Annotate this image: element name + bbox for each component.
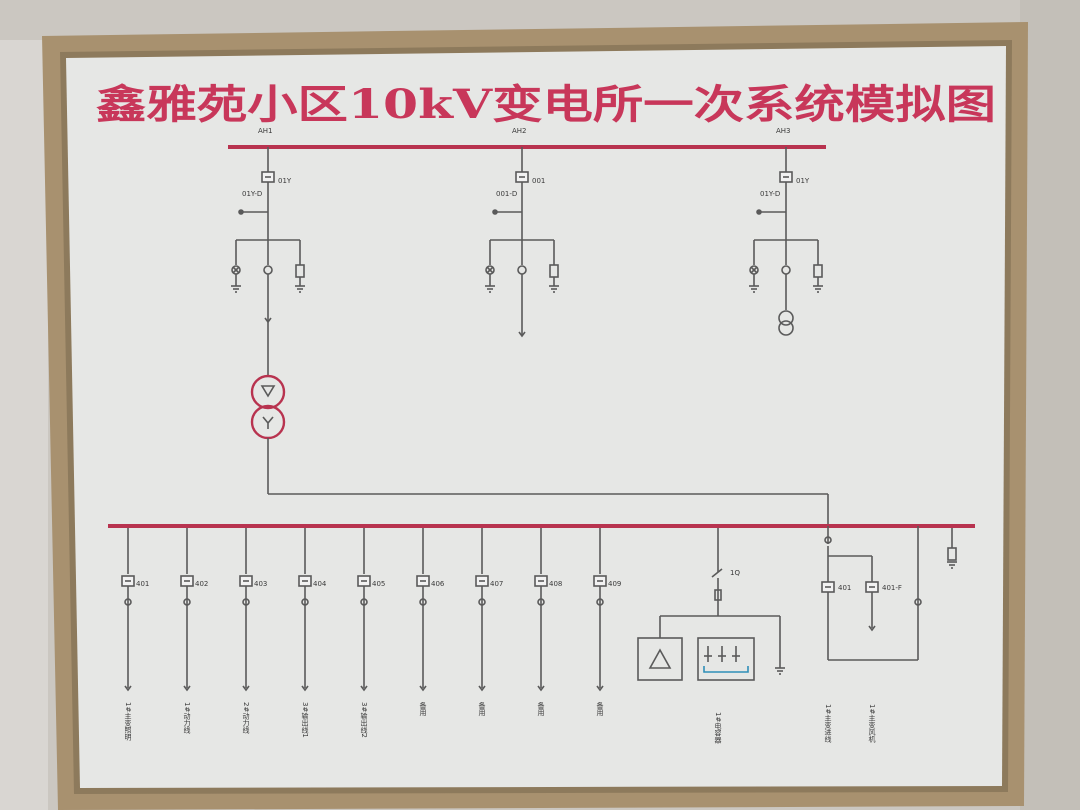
hv-cabinet-2-earth-pivot — [492, 209, 498, 215]
lv-feeder-2-id: 402 — [195, 580, 208, 588]
lv-feeder-2-label: 1#动力线 — [183, 702, 191, 733]
lv-feeder-4-label: 3#输出线1 — [301, 702, 309, 738]
lv-feeder-1-arrow — [124, 685, 132, 692]
hv-cabinet-2-arrow — [518, 331, 526, 338]
hv-cabinet-2-name: AH2 — [512, 127, 527, 135]
lv-feeder-2-arrow — [183, 685, 191, 692]
lv-feeder-4-ct — [301, 598, 309, 606]
lv-feeder-3-id: 403 — [254, 580, 267, 588]
transformer-wye — [262, 416, 274, 429]
lv-feeder-5-label: 3#输出线2 — [360, 702, 368, 738]
lv-feeder-6-ct — [419, 598, 427, 606]
lv-feeder-9-ct — [596, 598, 604, 606]
hv-cabinet-1-earth-label: 01Y-D — [242, 190, 262, 198]
capacitor-bank-box — [697, 637, 755, 681]
lv-feeder-3-ct — [242, 598, 250, 606]
lv-feeder-6-id: 406 — [431, 580, 445, 588]
lv-feeder-4-arrow — [301, 685, 309, 692]
lv-feeder-8-id: 408 — [549, 580, 562, 588]
incomer-label: 1#主变进线 — [824, 704, 832, 742]
fan-feeder-arrow — [868, 625, 876, 632]
cabinet-left — [0, 40, 48, 810]
lv-feeder-7-arrow — [478, 685, 486, 692]
lv-feeder-3-arrow — [242, 685, 250, 692]
cabinet-right — [1020, 0, 1080, 810]
lv-feeder-9-arrow — [596, 685, 604, 692]
pt-transformer-bottom — [778, 320, 794, 336]
lv-feeder-1-label: 1#主变照明 — [124, 702, 132, 741]
incomer-id: 401 — [838, 584, 851, 592]
lv-feeder-5-arrow — [360, 685, 368, 692]
transformer-delta — [260, 385, 276, 398]
hv-cabinet-1-earth-pivot — [238, 209, 244, 215]
hv-cabinet-1-name: AH1 — [258, 127, 273, 135]
pt-transformer-top — [778, 310, 794, 326]
incomer-ct — [824, 536, 832, 544]
lv-feeder-5-ct — [360, 598, 368, 606]
lv-feeder-8-ct — [537, 598, 545, 606]
lv-feeder-6-arrow — [419, 685, 427, 692]
hv-cabinet-2-breaker-label: 001 — [532, 177, 545, 185]
reactor-box — [637, 637, 683, 681]
diagram-title: 鑫雅苑小区10kV变电所一次系统模拟图 — [96, 81, 996, 128]
hv-cabinet-1-lamp-x2 — [232, 266, 240, 274]
lv-feeder-1-id: 401 — [136, 580, 149, 588]
fan-feeder-id: 401-F — [882, 584, 902, 592]
panel-face — [66, 46, 1006, 788]
hv-cabinet-2-earth-label: 001-D — [496, 190, 517, 198]
hv-cabinet-2-lamp-x2 — [486, 266, 494, 274]
lv-feeder-2-ct — [183, 598, 191, 606]
capacitor-bank-link — [703, 666, 749, 673]
single-line-diagram: AH1 01Y 01Y-D AH2 001 001-D AH3 01Y 01Y-D 401 1#主变… — [108, 127, 975, 744]
capacitor-switch — [711, 568, 723, 578]
transformer-primary — [250, 374, 286, 410]
lv-feeder-6-label: 备用 — [419, 701, 427, 717]
lv-feeder-8-arrow — [537, 685, 545, 692]
lv-feeder-7-ct — [478, 598, 486, 606]
lv-feeder-9-label: 备用 — [596, 701, 604, 717]
tie-ct — [914, 598, 922, 606]
fan-feeder-label: 1#主变风机 — [868, 704, 876, 743]
capacitor-fuse — [714, 589, 722, 601]
lv-feeder-5-id: 405 — [372, 580, 385, 588]
hv-cabinet-3-earth-pivot — [756, 209, 762, 215]
lv-feeder-4-id: 404 — [313, 580, 327, 588]
hv-cabinet-3-lamp-x2 — [750, 266, 758, 274]
hv-cabinet-3-breaker-label: 01Y — [796, 177, 810, 185]
lv-feeder-7-label: 备用 — [478, 701, 486, 717]
hv-cabinet-1-breaker-label: 01Y — [278, 177, 292, 185]
hv-cabinet-3-name: AH3 — [776, 127, 791, 135]
lv-feeder-1-ct — [124, 598, 132, 606]
capacitor-id: 1Q — [730, 569, 740, 577]
hv-cabinet-3-earth-label: 01Y-D — [760, 190, 780, 198]
lv-feeder-3-label: 2#动力线 — [242, 702, 250, 733]
lv-feeder-7-id: 407 — [490, 580, 503, 588]
lv-feeder-9-id: 409 — [608, 580, 621, 588]
lv-feeder-8-label: 备用 — [537, 701, 545, 717]
capacitor-label: 1#电容器 — [714, 712, 722, 744]
lv-arrester — [947, 547, 957, 561]
reactor-symbol — [648, 648, 672, 669]
